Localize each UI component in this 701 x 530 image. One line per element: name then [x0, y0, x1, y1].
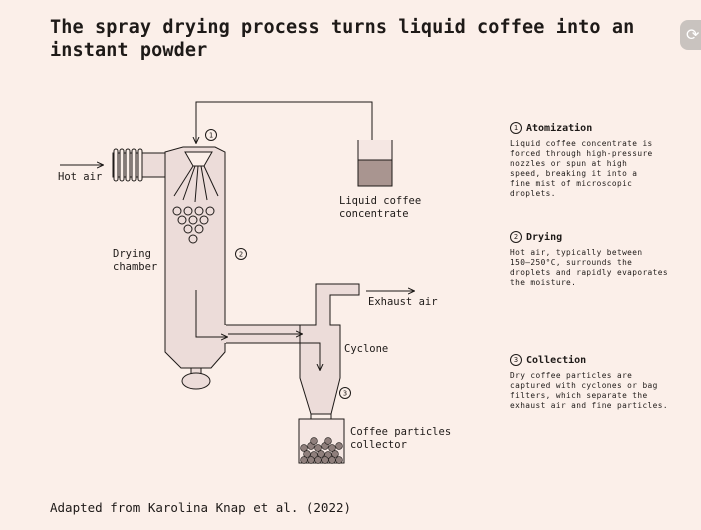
drying-chamber [164, 146, 301, 369]
droplets [172, 206, 215, 244]
step-atomization: 1 Atomization Liquid coffee concentrate i… [510, 122, 695, 199]
collector-label: Coffee particles collector [350, 426, 452, 451]
chamber-outlet [181, 367, 211, 390]
drying-chamber-label: Drying chamber [113, 248, 158, 273]
liquid-coffee-label: Liquid coffee concentrate [339, 195, 422, 220]
step-1-heading: Atomization [526, 123, 593, 134]
step-drying: 2 Drying Hot air, typically between 150–2… [510, 231, 695, 288]
marker-2-num: 2 [239, 251, 243, 259]
step-1-number: 1 [510, 122, 522, 134]
source-note: Adapted from Karolina Knap et al. (2022) [50, 500, 352, 515]
heater-coil [112, 148, 166, 182]
step-2-number: 2 [510, 231, 522, 243]
marker-3-num: 3 [343, 390, 347, 398]
step-2-heading: Drying [526, 232, 563, 243]
spray-mist [173, 165, 219, 203]
chamber-flow-arrow [195, 290, 227, 337]
step-3-number: 3 [510, 354, 522, 366]
hot-air-label: Hot air [58, 171, 103, 183]
marker-3 [339, 387, 351, 399]
exhaust-air-label: Exhaust air [368, 296, 438, 308]
step-3-heading: Collection [526, 355, 587, 366]
step-3-text: Dry coffee particles are captured with c… [510, 371, 668, 410]
marker-2 [235, 248, 247, 260]
cyclone-label: Cyclone [344, 343, 389, 355]
page-title: The spray drying process turns liquid co… [50, 17, 635, 61]
step-1-text: Liquid coffee concentrate is forced thro… [510, 139, 653, 198]
marker-1 [205, 129, 217, 141]
collected-particles [300, 437, 343, 464]
refresh-icon[interactable]: ⟳ [680, 20, 701, 50]
feed-line [196, 101, 373, 143]
step-2-text: Hot air, typically between 150–250°C, su… [510, 248, 668, 287]
step-collection: 3 Collection Dry coffee particles are cap… [510, 354, 695, 411]
liquid-coffee-tank [357, 140, 393, 187]
marker-1-num: 1 [209, 132, 213, 140]
